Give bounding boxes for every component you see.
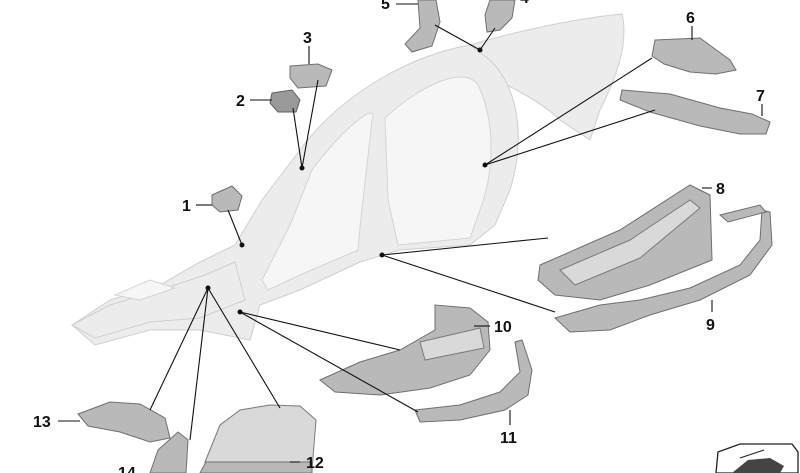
callout-6: 6 bbox=[686, 10, 695, 27]
part-3 bbox=[289, 63, 333, 89]
callout-3: 3 bbox=[303, 30, 312, 47]
callout-4: 4 bbox=[520, 0, 529, 7]
callout-5: 5 bbox=[381, 0, 390, 13]
part-11 bbox=[414, 339, 533, 423]
callout-2: 2 bbox=[236, 93, 245, 110]
part-14 bbox=[149, 431, 189, 473]
part-12 bbox=[199, 404, 317, 473]
callout-8: 8 bbox=[716, 181, 725, 198]
part-10 bbox=[319, 304, 491, 396]
part-7 bbox=[619, 89, 771, 135]
leader-lines bbox=[58, 3, 763, 463]
callout-13: 13 bbox=[33, 414, 51, 431]
part-9 bbox=[554, 204, 773, 333]
part-5 bbox=[404, 0, 441, 53]
part-8 bbox=[537, 184, 713, 301]
part-13 bbox=[77, 401, 171, 443]
part-6 bbox=[651, 37, 737, 75]
callout-11: 11 bbox=[500, 430, 517, 447]
body-side-frame bbox=[70, 13, 625, 346]
part-2 bbox=[269, 89, 301, 113]
callout-1: 1 bbox=[182, 198, 191, 215]
callout-12: 12 bbox=[306, 455, 324, 472]
callout-14: 14 bbox=[118, 465, 136, 473]
part-4 bbox=[484, 0, 516, 33]
callout-labels: 1 2 3 4 5 6 7 8 9 10 11 12 13 14 bbox=[33, 0, 765, 473]
callout-7: 7 bbox=[756, 88, 765, 105]
catalog-corner-icon bbox=[715, 443, 799, 473]
part-1 bbox=[211, 185, 243, 213]
callout-10: 10 bbox=[494, 319, 512, 336]
callout-9: 9 bbox=[706, 317, 715, 334]
